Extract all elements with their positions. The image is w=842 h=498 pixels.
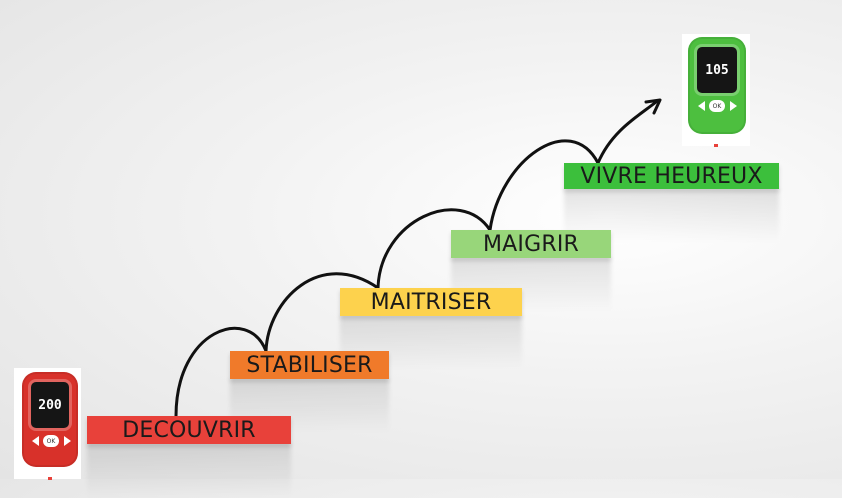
arrow-path bbox=[174, 100, 658, 418]
staircase-infographic: DECOUVRIR STABILISER MAITRISER MAIGRIR V… bbox=[22, 37, 779, 498]
ok-button: OK bbox=[709, 100, 725, 112]
step-decouvrir: DECOUVRIR bbox=[87, 416, 291, 444]
step-maigrir: MAIGRIR bbox=[451, 230, 611, 258]
right-arrow-icon bbox=[64, 436, 71, 446]
meter-screen: 105 bbox=[697, 47, 737, 93]
step-vivre-heureux: VIVRE HEUREUX bbox=[564, 163, 779, 189]
step-label: DECOUVRIR bbox=[122, 417, 256, 443]
test-strip bbox=[48, 467, 52, 480]
step-label: STABILISER bbox=[246, 352, 373, 378]
left-arrow-icon bbox=[32, 436, 39, 446]
glucose-meter-icon: 200 OK bbox=[22, 372, 78, 480]
glucose-meter-icon: 105 OK bbox=[688, 37, 746, 147]
step-label: VIVRE HEUREUX bbox=[580, 163, 763, 189]
meter-screen: 200 bbox=[31, 382, 69, 428]
step-label: MAIGRIR bbox=[482, 231, 580, 257]
left-arrow-icon bbox=[698, 101, 705, 111]
step-stabiliser: STABILISER bbox=[230, 351, 389, 379]
test-strip bbox=[714, 134, 718, 147]
right-arrow-icon bbox=[730, 101, 737, 111]
step-label: MAITRISER bbox=[370, 289, 492, 315]
ok-button: OK bbox=[43, 435, 59, 447]
arrow-head bbox=[644, 98, 662, 115]
curved-arrow-icon bbox=[174, 98, 662, 418]
step-maitriser: MAITRISER bbox=[340, 288, 522, 316]
